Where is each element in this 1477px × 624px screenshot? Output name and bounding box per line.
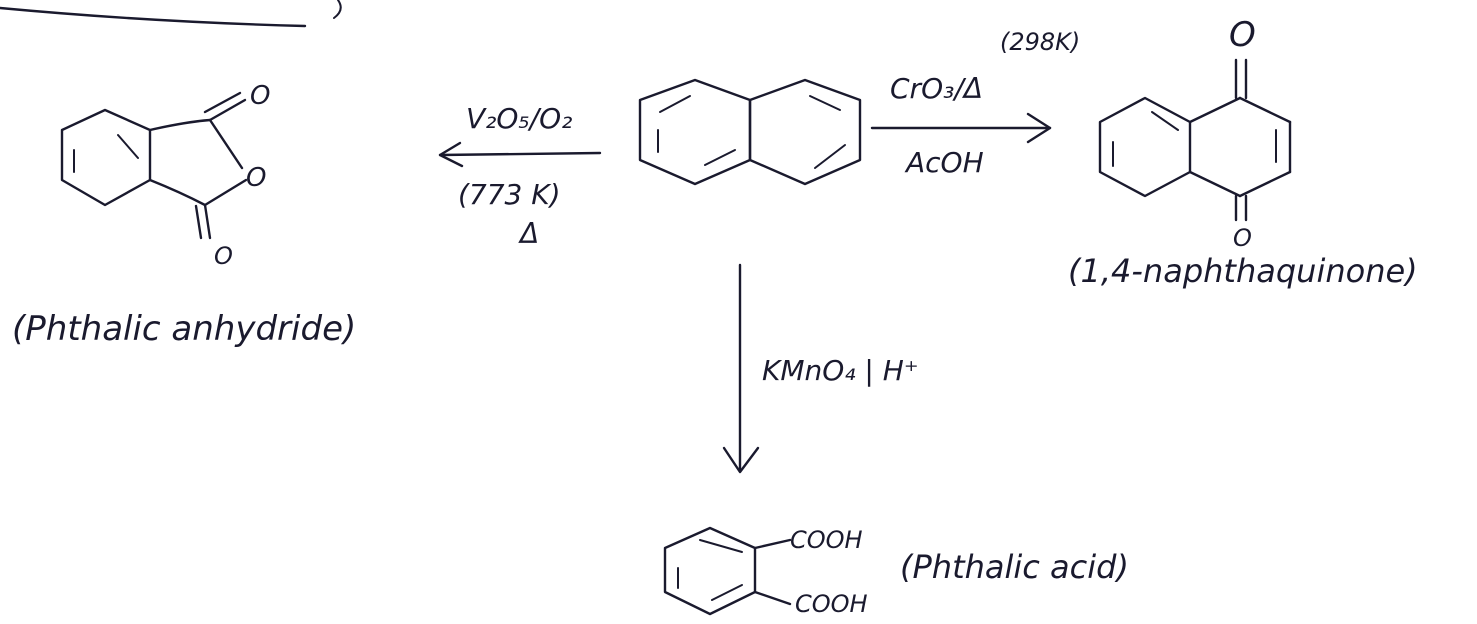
anhydride-ring-o: O xyxy=(246,163,266,193)
quinone-o-bottom: O xyxy=(1233,224,1252,252)
phthalic-anhydride-structure xyxy=(60,91,248,240)
arrow-to-anhydride xyxy=(438,141,602,168)
top-paren xyxy=(333,0,342,19)
reagent-773k: (773 K) xyxy=(458,178,561,211)
arrow-to-naphthaquinone xyxy=(870,112,1052,144)
cooh-bottom: COOH xyxy=(795,590,868,618)
reagent-298k: (298K) xyxy=(1000,28,1080,56)
label-phthalic-anhydride: (Phthalic anhydride) xyxy=(12,309,356,349)
reagent-v2o5: V₂O₅/O₂ xyxy=(466,102,572,135)
cooh-top: COOH xyxy=(790,526,863,554)
naphthalene-structure xyxy=(638,78,862,186)
reagent-heat-left: Δ xyxy=(518,217,539,250)
quinone-o-top: O xyxy=(1229,15,1256,55)
anhydride-carbonyl-o-bottom: O xyxy=(214,242,233,270)
label-naphthaquinone: (1,4-naphthaquinone) xyxy=(1068,252,1418,290)
arrow-to-phthalic-acid xyxy=(722,263,760,474)
reagent-cro3: CrO₃/Δ xyxy=(890,72,983,105)
reagent-kmno4: KMnO₄ | H⁺ xyxy=(762,354,919,387)
anhydride-carbonyl-o-top: O xyxy=(250,81,270,111)
label-phthalic-acid: (Phthalic acid) xyxy=(900,548,1129,586)
naphthaquinone-structure xyxy=(1098,58,1292,222)
top-underline xyxy=(0,6,307,28)
reagent-acoh: AcOH xyxy=(904,146,984,179)
phthalic-acid-structure xyxy=(663,526,792,616)
